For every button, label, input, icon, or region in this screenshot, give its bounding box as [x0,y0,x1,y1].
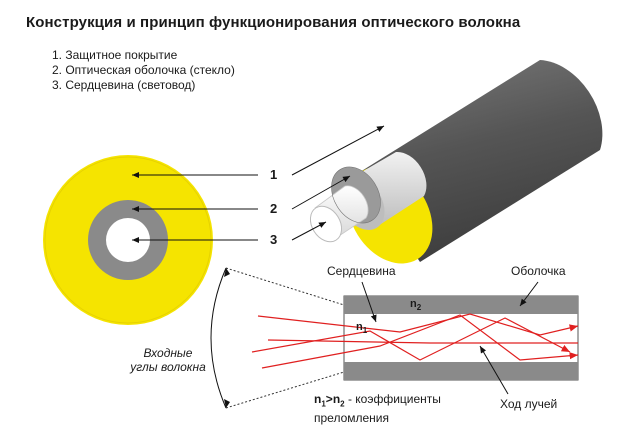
cross-section-core [106,218,150,262]
label-n2: n2 [410,298,422,313]
label-n1: n1 [356,321,368,336]
marker-2: 2 [270,201,278,216]
label-ray-path: Ход лучей [500,397,558,411]
page-title: Конструкция и принцип функционирования о… [26,14,521,31]
coeff-n2: n2 [332,392,345,409]
cross-section [43,155,213,325]
coeff-text: - коэффициенты [344,392,441,406]
coeff-gt: > [325,392,333,406]
label-input-angles: Входные углы волокна [118,346,218,374]
cladding-top [344,296,578,314]
pointer-arrows-right [291,125,385,241]
coeff-n1: n1 [314,392,326,409]
legend-item-cladding: 2. Оптическая оболочка (стекло) [52,63,235,77]
legend-item-coating: 1. Защитное покрытие [52,48,178,62]
marker-3: 3 [270,232,278,247]
label-cladding: Оболочка [511,264,566,278]
legend: 1. Защитное покрытие 2. Оптическая оболо… [52,48,235,93]
cable-3d [309,60,603,264]
cladding-bottom [344,362,578,380]
fiber-section [343,295,579,381]
cable-core-end [309,205,343,243]
label-input-angles-line2: углы волокна [130,360,206,374]
label-pointers [361,281,539,395]
label-input-angles-line1: Входные [143,346,193,360]
marker-1: 1 [270,167,278,182]
acceptance-cone [210,267,345,409]
label-refraction-coefficients: n1>n2 - коэффициенты преломления [314,392,441,425]
pointer-arrows-left [132,172,258,243]
label-core: Сердцевина [327,264,396,278]
legend-item-core: 3. Сердцевина (световод) [52,78,196,92]
light-rays [251,313,579,369]
coeff-line2: преломления [314,411,390,426]
